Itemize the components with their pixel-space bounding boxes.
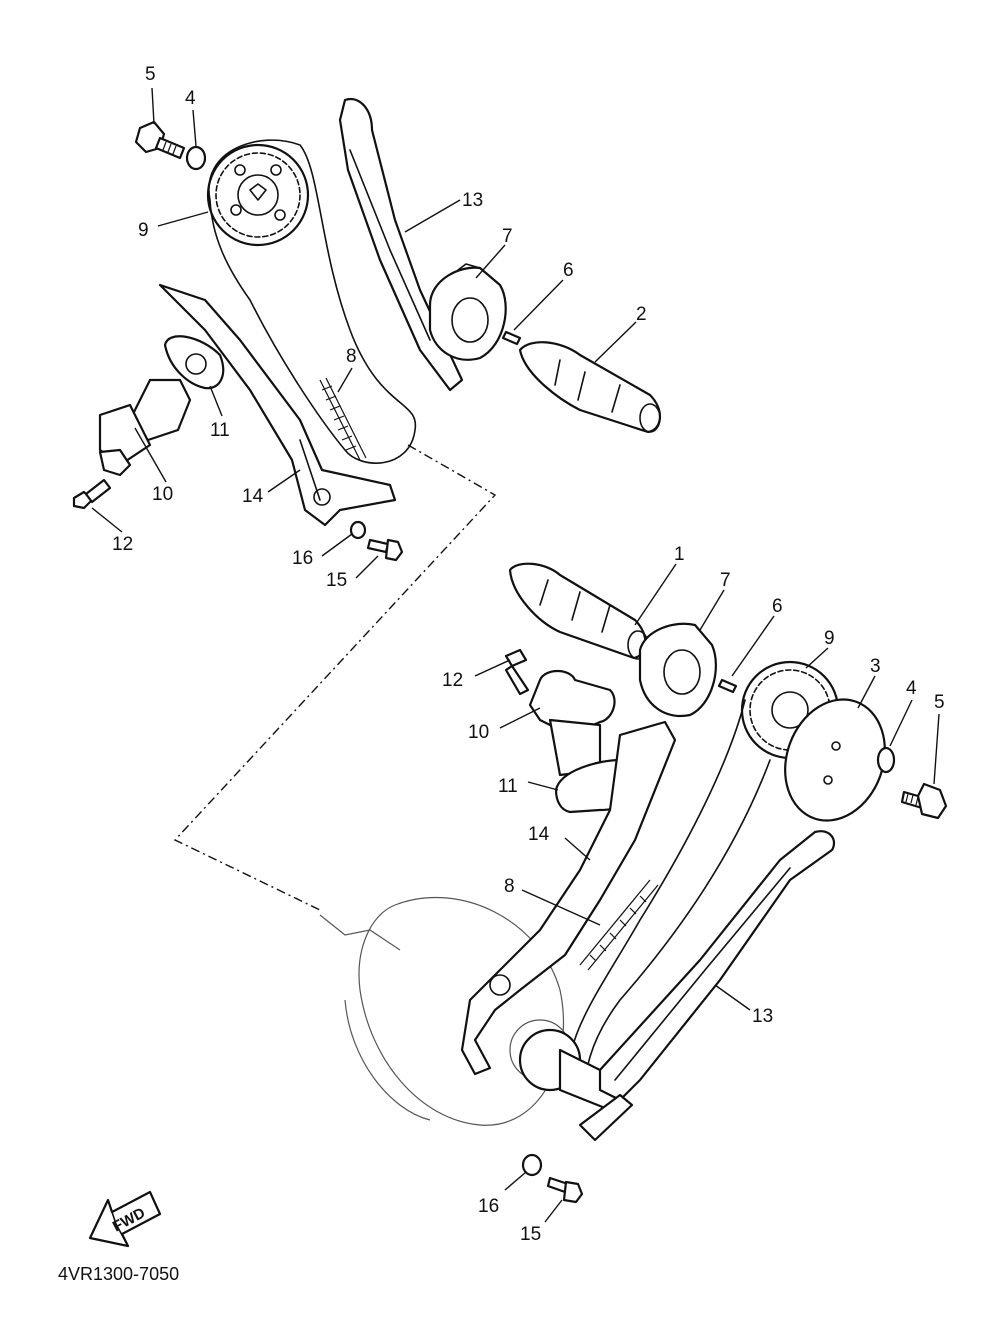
callout-bot-12: 12 <box>442 670 463 691</box>
cam-chain-8-bottom <box>579 879 659 971</box>
callout-top-12: 12 <box>112 534 133 555</box>
callout-top-7: 7 <box>502 226 513 247</box>
callout-bot-4: 4 <box>906 678 917 699</box>
callout-numbers: 5 4 9 13 7 6 2 8 11 10 14 12 16 15 1 7 6… <box>112 64 945 1245</box>
callout-bot-1: 1 <box>674 544 685 565</box>
rear-cylinder-group <box>319 562 948 1204</box>
crankshaft-ghost <box>319 896 571 1126</box>
callout-bot-15: 15 <box>520 1224 541 1245</box>
bolt-12-bottom <box>504 648 530 696</box>
washer-4-bottom <box>876 746 896 774</box>
callout-top-16: 16 <box>292 548 313 569</box>
leader-lines <box>91 87 940 1223</box>
callout-top-15: 15 <box>326 570 347 591</box>
drawing-code: 4VR1300-7050 <box>58 1264 179 1284</box>
callout-top-6: 6 <box>563 260 574 281</box>
callout-top-13: 13 <box>462 190 483 211</box>
callout-bot-7: 7 <box>720 570 731 591</box>
bolt-12-top <box>72 478 112 510</box>
cam-chain-loop-top <box>208 139 417 464</box>
callout-top-14: 14 <box>242 486 264 507</box>
fwd-arrow: FWD <box>88 1190 162 1248</box>
bolt-5-bottom <box>900 782 948 820</box>
cam-sprocket-9-top <box>206 143 310 247</box>
bolt-5-top <box>134 120 186 160</box>
callout-bot-5: 5 <box>934 692 945 713</box>
chain-guide-13-bottom <box>578 830 836 1142</box>
callout-bot-14: 14 <box>528 824 550 845</box>
dowel-pin-6-top <box>501 330 522 346</box>
washer-16-top <box>349 520 367 540</box>
callout-top-9: 9 <box>138 220 149 241</box>
plate-3-bottom <box>784 698 886 822</box>
callout-bot-10: 10 <box>468 722 489 743</box>
camshaft-2-top <box>518 341 661 434</box>
front-cylinder-group <box>72 97 661 562</box>
callout-bot-6: 6 <box>772 596 783 617</box>
callout-top-5: 5 <box>145 64 156 85</box>
callout-bot-11: 11 <box>498 776 518 797</box>
chain-tensioner-guide-14-bottom <box>460 720 677 1076</box>
callout-top-11: 11 <box>210 420 230 441</box>
gasket-11-top <box>163 335 225 390</box>
chain-tensioner-guide-14-top <box>158 283 397 527</box>
bolt-15-top <box>366 538 404 562</box>
washer-4-top <box>185 145 207 171</box>
cam-chain-8-top <box>319 377 367 461</box>
callout-bot-3: 3 <box>870 656 881 677</box>
chain-tensioner-10-top <box>98 378 192 477</box>
callout-top-10: 10 <box>152 484 173 505</box>
callout-bot-9: 9 <box>824 628 835 649</box>
callout-top-2: 2 <box>636 304 647 325</box>
plate-7-bottom <box>638 622 717 718</box>
washer-16-bottom <box>521 1153 543 1177</box>
camshaft-1-bottom <box>508 562 649 660</box>
callout-top-4: 4 <box>185 88 196 109</box>
plate-7-top <box>428 263 507 361</box>
callout-top-8: 8 <box>346 346 357 367</box>
callout-bot-16: 16 <box>478 1196 499 1217</box>
callout-bot-13: 13 <box>752 1006 773 1027</box>
callout-bot-8: 8 <box>504 876 515 897</box>
assembly-link-dashed-line <box>173 444 497 911</box>
bolt-15-bottom <box>546 1176 584 1204</box>
chain-tensioner-10-bottom <box>528 669 616 777</box>
dowel-pin-6-bottom <box>717 678 738 694</box>
